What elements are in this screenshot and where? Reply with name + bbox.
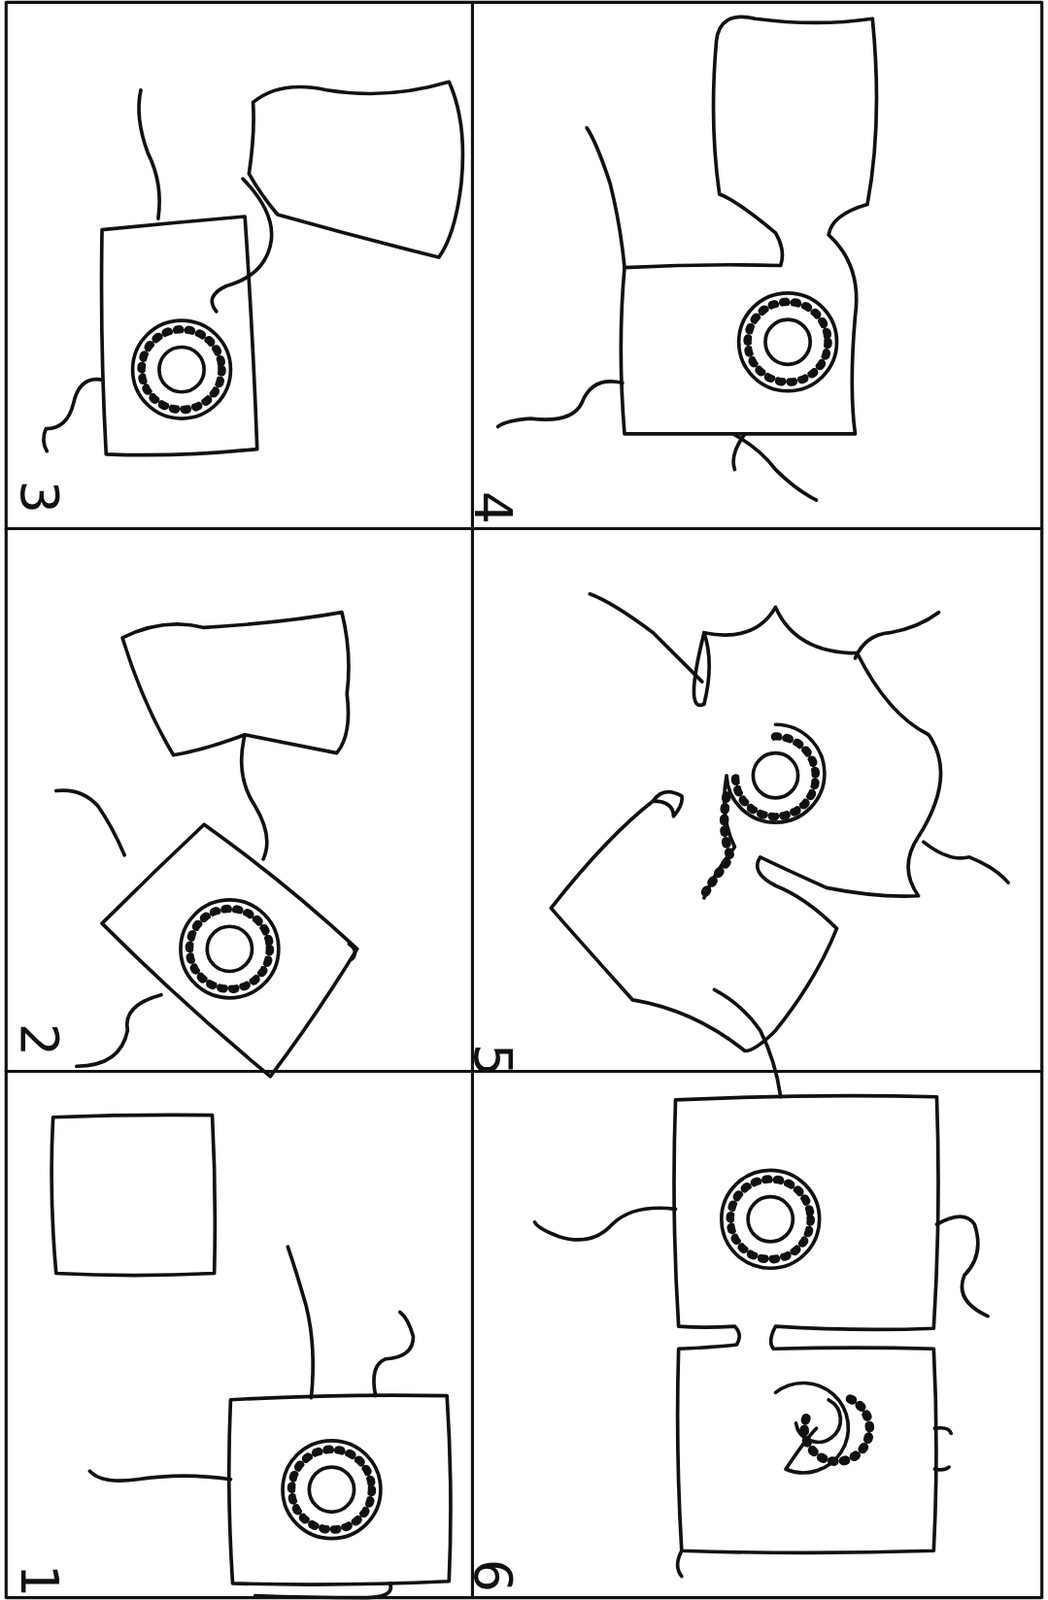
panel-number: 1 xyxy=(13,1564,67,1598)
panel-number: 3 xyxy=(13,480,67,514)
panel-number: 6 xyxy=(466,1558,519,1592)
panel-number: 5 xyxy=(466,1044,519,1078)
panel-number: 4 xyxy=(466,490,519,524)
panel-number: 2 xyxy=(13,1023,67,1057)
